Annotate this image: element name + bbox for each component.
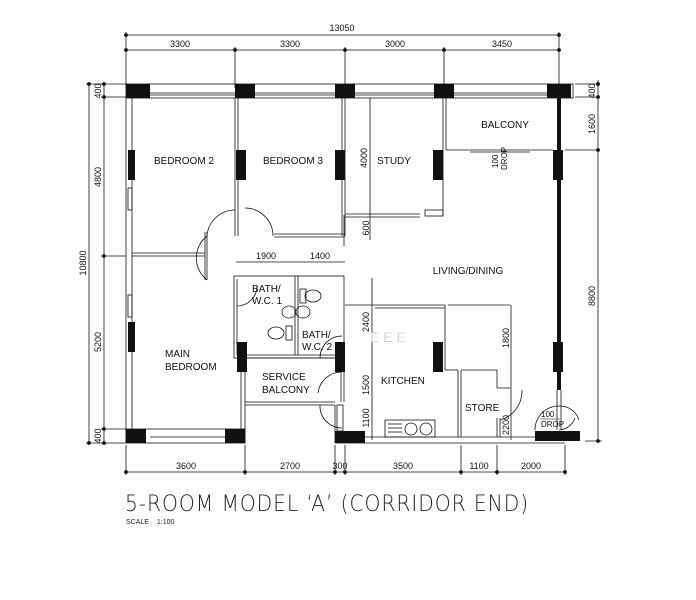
interior-walls: [127, 98, 562, 443]
room-label-main-bedroom-line1: MAIN: [165, 349, 190, 360]
room-label-living-dining: LIVING/DINING: [433, 266, 504, 277]
room-label-main-bedroom-line2: BEDROOM: [165, 362, 217, 373]
scale-note: SCALE 1:100: [126, 519, 180, 526]
watermark: E E E: [370, 329, 406, 345]
room-label-balcony: BALCONY: [481, 120, 529, 131]
room-label-bath1-line1: BATH/: [252, 284, 281, 295]
dim-bottom-4: 3500: [393, 461, 413, 471]
drop-balcony-text: DROP: [500, 147, 509, 170]
room-label-bath1-line2: W.C. 1: [252, 296, 282, 307]
dim-bottom-2: 2700: [280, 461, 300, 471]
kitchen-sink: [384, 419, 436, 438]
plan-title: 5-ROOM MODEL ‘A’ (CORRIDOR END): [125, 492, 530, 517]
room-label-bedroom3: BEDROOM 3: [263, 156, 323, 167]
top-dimension-lines: [124, 32, 561, 88]
room-label-service-balcony-line1: SERVICE: [262, 372, 306, 383]
dim-right-2: 1600: [587, 114, 597, 134]
dim-bottom-1: 3600: [176, 461, 196, 471]
dim-store-2: 2200: [501, 415, 511, 435]
dim-study-offset: 600: [361, 220, 371, 235]
dim-top-total: 13050: [329, 23, 354, 33]
room-label-bath2-line1: BATH/: [302, 330, 331, 341]
room-label-service-balcony-line2: BALCONY: [262, 385, 310, 396]
bottom-dimension-lines: [124, 445, 567, 475]
dim-right-1: 400: [587, 83, 597, 98]
dim-kitchen-2: 1500: [361, 375, 371, 395]
dim-study-depth: 4000: [359, 148, 369, 168]
dim-top-1: 3300: [170, 39, 190, 49]
drop-balcony-number: 100: [491, 154, 500, 168]
dim-top-2: 3300: [280, 39, 300, 49]
dim-bottom-6: 2000: [521, 461, 541, 471]
dim-left-3: 5200: [93, 332, 103, 352]
dim-bottom-3: 300: [332, 461, 347, 471]
right-dimension-lines: [565, 80, 602, 443]
dim-bath1-width: 1900: [256, 251, 276, 261]
room-label-bath2-line2: W.C. 2: [302, 342, 332, 353]
room-label-study: STUDY: [377, 156, 411, 167]
scale-value: 1:100: [156, 519, 175, 526]
room-label-store: STORE: [465, 403, 500, 414]
dim-kitchen-3: 1100: [361, 408, 371, 427]
dim-top-3: 3000: [385, 39, 405, 49]
structural-columns: [126, 84, 580, 443]
dim-left-2: 4800: [93, 167, 103, 187]
left-dimension-lines: [86, 82, 126, 445]
dim-bottom-5: 1100: [469, 461, 488, 471]
scale-label: SCALE: [126, 519, 149, 526]
drop-entry-text: DROP: [541, 420, 564, 429]
dim-store-1: 1800: [501, 328, 511, 348]
bath-fixtures: [267, 288, 322, 341]
dim-top-4: 3450: [492, 39, 512, 49]
dim-left-1: 400: [93, 83, 103, 98]
dim-left-4: 400: [93, 428, 103, 443]
door-swings: [195, 207, 580, 431]
drop-entry-number: 100: [541, 410, 555, 419]
dim-left-total: 10800: [78, 250, 88, 275]
dim-bath2-width: 1400: [310, 251, 330, 261]
room-label-kitchen: KITCHEN: [381, 376, 425, 387]
dim-kitchen-1: 2400: [361, 312, 371, 332]
dim-right-3: 8800: [587, 286, 597, 306]
room-label-bedroom2: BEDROOM 2: [154, 156, 214, 167]
outer-walls: [125, 83, 574, 444]
